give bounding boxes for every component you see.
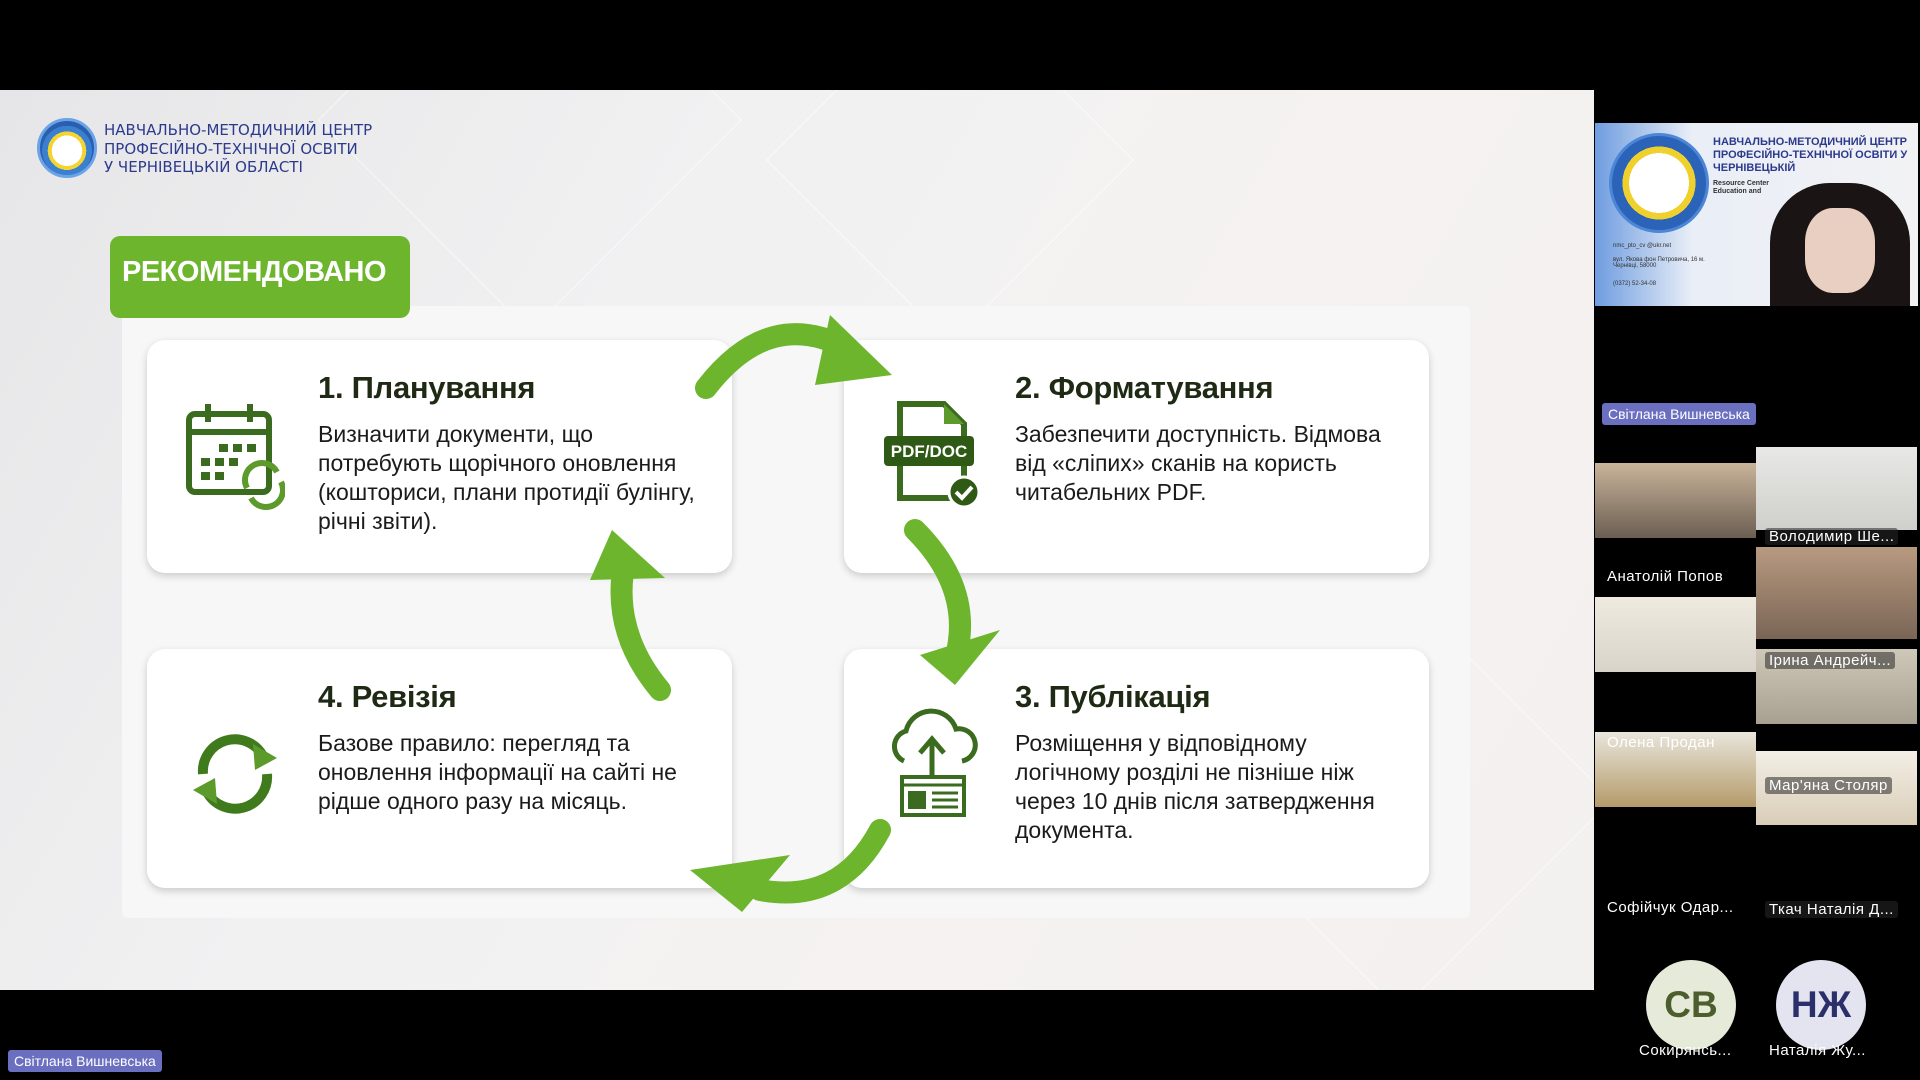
participant-avatar[interactable]: СВ	[1646, 960, 1736, 1050]
svg-text:PDF/DOC: PDF/DOC	[891, 442, 968, 461]
participant-name: Ірина Андрейч...	[1765, 652, 1896, 669]
card-title: 2. Форматування	[1015, 370, 1274, 405]
org-line: У ЧЕРНІВЕЦЬКІЙ ОБЛАСТІ	[104, 158, 303, 176]
address-text: вул. Якова фон Петровича, 16 м. Чернівці…	[1613, 257, 1705, 269]
participant-name: Сокирянсь...	[1639, 1042, 1732, 1059]
participant-name: Софійчук Одар...	[1607, 899, 1734, 916]
speaker-name-tag: Світлана Вишневська	[1602, 403, 1756, 425]
participant-name: Ткач Наталія Д...	[1765, 901, 1898, 918]
card-body: Базове правило: перегляд та оновлення ін…	[318, 730, 677, 814]
card-title: 3. Публікація	[1015, 679, 1211, 714]
card-body: Розміщення у відповідному логічному розд…	[1015, 730, 1375, 843]
org-line: НАВЧАЛЬНО-МЕТОДИЧНИЙ ЦЕНТР	[104, 121, 373, 139]
card-revision: 4. Ревізія Базове правило: перегляд та о…	[147, 649, 732, 888]
participant-video[interactable]	[1595, 597, 1756, 672]
arrow-left	[610, 549, 671, 701]
participant-name: Олена Продан	[1607, 734, 1715, 751]
arrow-right	[904, 519, 971, 671]
participant-video[interactable]	[1595, 463, 1756, 538]
card-formatting: PDF/DOC 2. Форматування Забезпечити дост…	[844, 340, 1429, 573]
arrow-bottom	[749, 819, 891, 904]
card-body: Забезпечити доступність. Відмова від «сл…	[1015, 421, 1381, 505]
org-name: НАВЧАЛЬНО-МЕТОДИЧНИЙ ЦЕНТР ПРОФЕСІЙНО-ТЕ…	[104, 121, 372, 177]
org-logo	[1609, 133, 1709, 233]
shared-slide: НАВЧАЛЬНО-МЕТОДИЧНИЙ ЦЕНТР ПРОФЕСІЙНО-ТЕ…	[0, 90, 1594, 990]
participant-name: Мар'яна Столяр	[1765, 777, 1892, 794]
participant-name: Володимир Ше...	[1765, 528, 1899, 545]
phone-text: (0372) 52-34-08	[1613, 281, 1657, 287]
org-line: ПРОФЕСІЙНО-ТЕХНІЧНОЇ ОСВІТИ	[104, 139, 358, 158]
participant-avatar[interactable]: НЖ	[1776, 960, 1866, 1050]
card-planning: 1. Планування Визначити документи, що по…	[147, 340, 732, 573]
email-text: nmc_pto_cv @ukr.net	[1613, 243, 1672, 249]
participant-video[interactable]	[1756, 447, 1917, 530]
refresh-icon	[193, 734, 277, 814]
participant-name: Наталія Жу...	[1769, 1042, 1866, 1059]
presenter-name-tag: Світлана Вишневська	[8, 1050, 162, 1072]
recommended-badge: РЕКОМЕНДОВАНО	[110, 236, 410, 318]
cycle-arrows	[590, 315, 1000, 912]
participant-video[interactable]	[1595, 732, 1756, 807]
participant-video[interactable]	[1756, 547, 1917, 639]
pdf-doc-file-icon: PDF/DOC	[884, 401, 981, 509]
cloud-upload-icon	[892, 708, 978, 817]
card-publication: 3. Публікація Розміщення у відповідному …	[844, 649, 1429, 888]
card-body: Визначити документи, що потребують щоріч…	[318, 421, 695, 534]
card-title: 1. Планування	[318, 370, 536, 405]
calendar-refresh-icon	[186, 404, 285, 510]
participant-name: Анатолій Попов	[1607, 568, 1724, 585]
card-title: 4. Ревізія	[318, 679, 457, 714]
org-logo	[37, 118, 97, 178]
